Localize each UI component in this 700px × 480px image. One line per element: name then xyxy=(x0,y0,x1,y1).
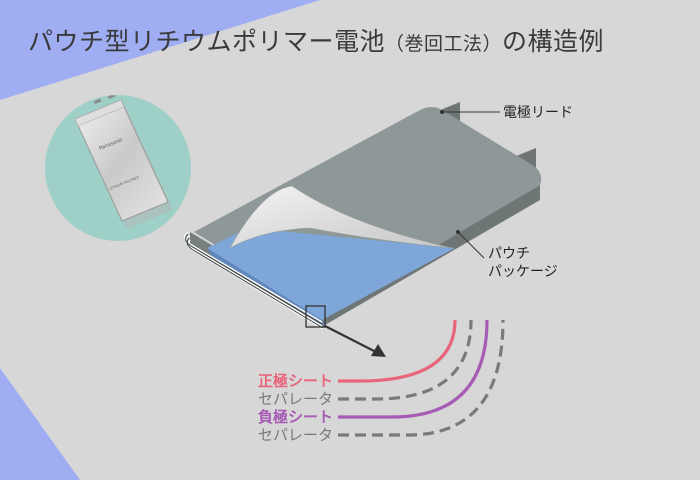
layer-line-2 xyxy=(338,319,473,401)
peeled-film xyxy=(229,185,453,249)
pouch-package xyxy=(184,107,542,330)
page-title: パウチ型リチウムポリマー電池（巻回工法）の構造例 xyxy=(28,27,604,56)
zoom-box xyxy=(305,305,326,328)
pouch-label-line1: パウチ xyxy=(488,246,530,262)
layer-lines xyxy=(338,319,505,437)
layer-label-3: 負極シート xyxy=(258,408,333,426)
pouch-label-line2: パッケージ xyxy=(488,264,558,280)
layer-label-4: セパレータ xyxy=(258,426,333,444)
layer-line-1 xyxy=(338,319,457,383)
layer-label-2: セパレータ xyxy=(258,390,333,408)
layer-label-1: 正極シート xyxy=(258,372,333,390)
zoom-arrow xyxy=(324,325,386,357)
pouch-callout-line xyxy=(457,231,485,259)
layer-line-3 xyxy=(338,319,489,419)
electrode-sheet xyxy=(207,228,455,320)
battery-photo: Panasonic LITHIUM POLYMER xyxy=(45,95,191,241)
electrode-lead-label: 電極リード xyxy=(503,105,573,121)
layer-line-4 xyxy=(338,319,505,437)
